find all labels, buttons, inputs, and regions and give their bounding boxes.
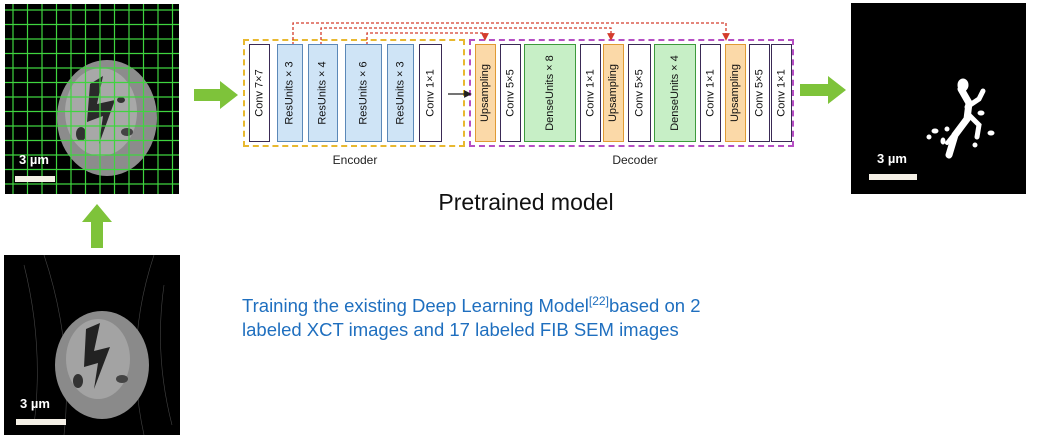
block-conv: Conv 7×7 (249, 44, 270, 142)
block-conv: Conv 1×1 (580, 44, 601, 142)
reference-marker: [22] (588, 294, 609, 308)
block-label: Conv 5×5 (504, 69, 517, 117)
block-label: DenseUnits × 4 (669, 55, 682, 131)
block-res: ResUnits × 4 (308, 44, 338, 142)
block-res: ResUnits × 3 (387, 44, 414, 142)
scale-bar (16, 419, 66, 425)
block-label: Conv 1×1 (704, 69, 717, 117)
block-conv: Conv 5×5 (628, 44, 651, 142)
block-conv: Conv 1×1 (700, 44, 721, 142)
description-line2: labeled XCT images and 17 labeled FIB SE… (242, 319, 679, 341)
block-label: Upsampling (479, 63, 492, 123)
block-up: Upsampling (603, 44, 624, 142)
arrow-up-icon (82, 204, 112, 248)
decoder-label: Decoder (612, 153, 658, 167)
block-up: Upsampling (725, 44, 746, 142)
block-label: Conv 5×5 (633, 69, 646, 117)
network-diagram: Conv 7×7 ResUnits × 3 ResUnits × 4 ResUnits… (240, 17, 796, 176)
block-res: ResUnits × 3 (277, 44, 303, 142)
block-label: Conv 1×1 (775, 69, 788, 117)
arrow-right-icon (194, 81, 238, 109)
block-conv: Conv 5×5 (500, 44, 521, 142)
description-line1: Training the existing Deep Learning Mode… (242, 295, 589, 317)
encoder-label: Encoder (332, 153, 378, 167)
scale-label: 3 µm (19, 152, 49, 167)
block-label: Upsampling (607, 63, 620, 123)
description-line1-end: based on 2 (608, 295, 701, 317)
block-conv: Conv 5×5 (749, 44, 770, 142)
block-label: Conv 1×1 (584, 69, 597, 117)
block-conv: Conv 1×1 (419, 44, 442, 142)
scale-bar (869, 174, 917, 180)
block-label: Conv 1×1 (424, 69, 437, 117)
scale-label: 3 µm (877, 151, 907, 166)
block-label: Conv 5×5 (753, 69, 766, 117)
scale-label: 3 µm (20, 396, 50, 411)
scale-bar (15, 176, 55, 182)
block-dense: DenseUnits × 4 (654, 44, 696, 142)
description-text: Training the existing Deep Learning Mode… (242, 289, 842, 342)
block-dense: DenseUnits × 8 (524, 44, 576, 142)
block-label: Conv 7×7 (253, 69, 266, 117)
encoder-box (243, 39, 465, 147)
block-res: ResUnits × 6 (345, 44, 382, 142)
xct-raw-image: 3 µm (4, 255, 180, 435)
block-conv: Conv 1×1 (771, 44, 792, 142)
block-label: ResUnits × 3 (284, 61, 296, 125)
xct-grid-image: 3 µm (5, 4, 179, 194)
arrow-right-icon (800, 76, 846, 104)
segmentation-svg (926, 78, 995, 159)
diagram-title: Pretrained model (438, 189, 614, 215)
block-label: Upsampling (729, 63, 742, 123)
block-label: DenseUnits × 8 (544, 55, 557, 131)
block-label: ResUnits × 6 (357, 61, 370, 125)
skip-connections (292, 22, 730, 98)
block-label: ResUnits × 4 (317, 61, 329, 125)
block-up: Upsampling (475, 44, 496, 142)
block-label: ResUnits × 3 (394, 61, 407, 125)
segmentation-output-image: 3 µm (851, 3, 1026, 194)
xct-grid-svg (5, 4, 179, 194)
xct-raw-svg (23, 255, 173, 435)
